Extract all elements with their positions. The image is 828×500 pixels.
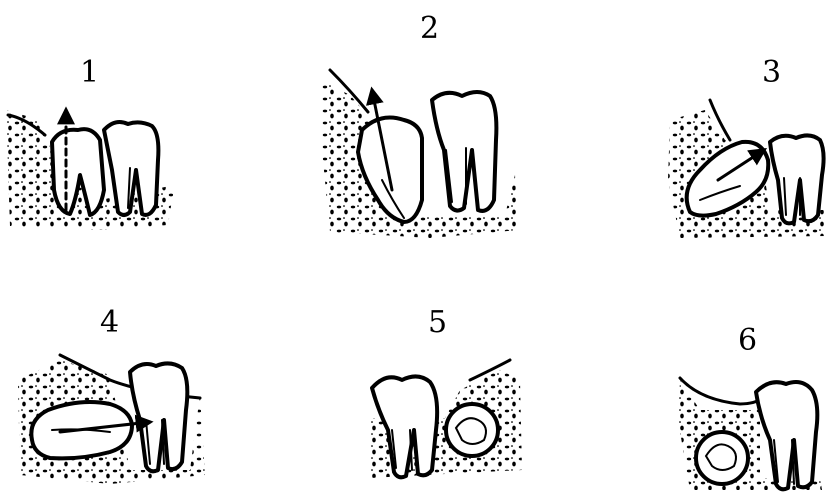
embedded-crown [696, 432, 748, 484]
panel-label-4: 4 [100, 305, 119, 340]
panel-2: 2 [320, 11, 518, 238]
adjacent-molar [432, 92, 496, 211]
panel-label-3: 3 [762, 55, 781, 90]
embedded-crown [446, 404, 498, 456]
panel-6: 6 [678, 323, 822, 490]
panel-label-5: 5 [428, 305, 447, 340]
adjacent-molar [756, 382, 817, 489]
panel-label-6: 6 [738, 323, 757, 358]
adjacent-molar [130, 363, 187, 471]
panel-label-1: 1 [80, 55, 99, 90]
panel-label-2: 2 [420, 11, 439, 46]
panel-4: 4 [18, 305, 205, 484]
panel-3: 3 [668, 55, 826, 238]
panel-5: 5 [370, 305, 522, 478]
panel-1: 1 [6, 55, 175, 230]
